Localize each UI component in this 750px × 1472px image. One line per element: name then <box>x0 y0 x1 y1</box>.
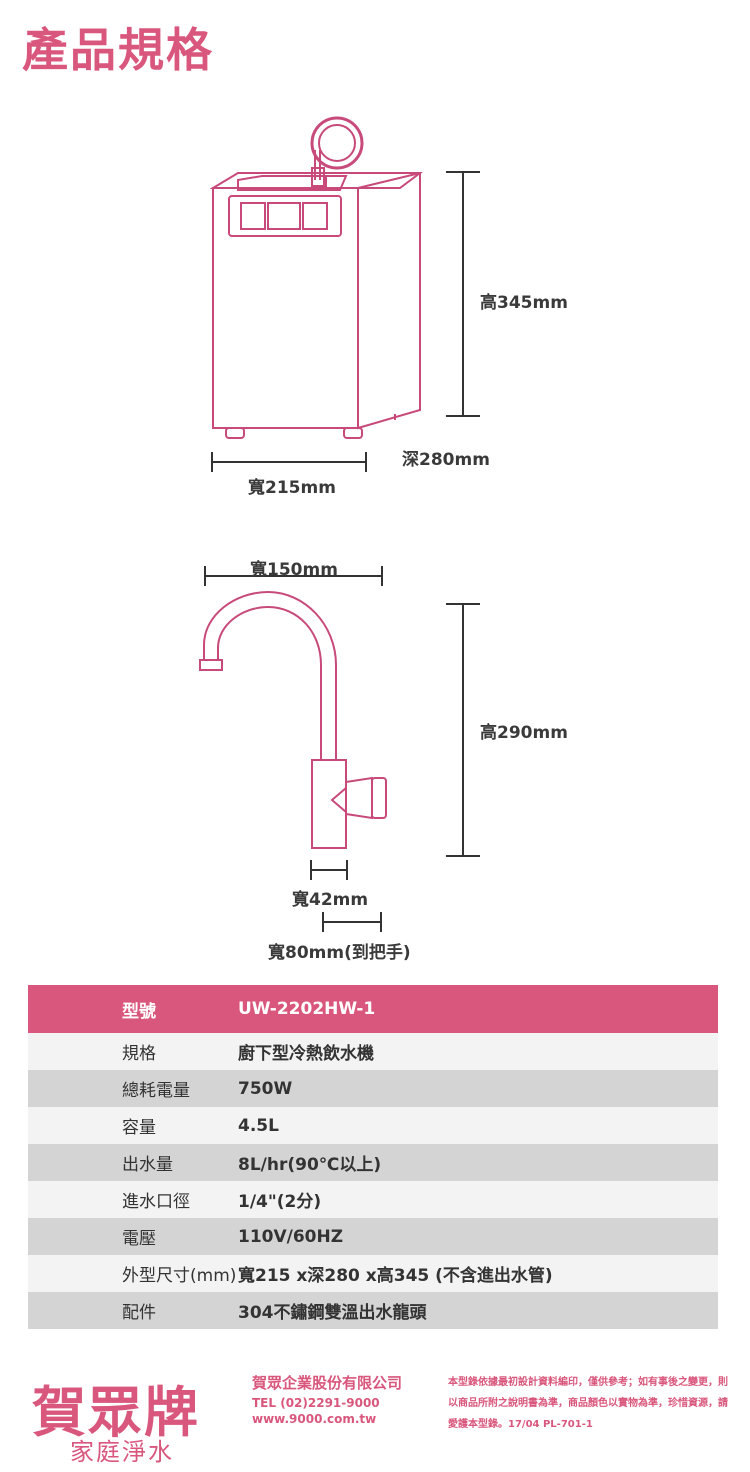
machine-depth-label: 深280mm <box>402 450 490 470</box>
faucet-dimension-lines <box>204 566 480 932</box>
spec-value: 304不鏽鋼雙溫出水龍頭 <box>238 1292 718 1329</box>
page-title: 產品規格 <box>22 23 214 77</box>
faucet-base-width-label: 寬42mm <box>292 890 369 910</box>
spec-label: 配件 <box>28 1292 238 1329</box>
disclaimer-note: 本型錄依據最初設計資料編印，僅供參考；如有事後之變更，則以商品所附之說明書為準，… <box>448 1377 728 1430</box>
spec-label: 進水口徑 <box>28 1181 238 1218</box>
spec-header-label: 型號 <box>28 985 238 1033</box>
product-diagram <box>199 116 480 932</box>
table-row: 電壓 110V/60HZ <box>28 1218 718 1255</box>
table-row: 外型尺寸(mm) 寬215 x深280 x高345 (不含進出水管) <box>28 1255 718 1292</box>
spec-value: 廚下型冷熱飲水機 <box>238 1033 718 1070</box>
dispenser-drawing <box>209 116 423 439</box>
spec-value: 8L/hr(90℃以上) <box>238 1144 718 1181</box>
faucet-width-label: 寬150mm <box>250 560 338 580</box>
spec-table-header: 型號 UW-2202HW-1 <box>28 985 718 1033</box>
spec-label: 外型尺寸(mm) <box>28 1255 238 1292</box>
spec-value: 750W <box>238 1070 718 1107</box>
table-row: 總耗電量 750W <box>28 1070 718 1107</box>
table-row: 進水口徑 1/4"(2分) <box>28 1181 718 1218</box>
brand-logo: 賀眾牌 <box>32 1381 200 1444</box>
spec-label: 電壓 <box>28 1218 238 1255</box>
faucet-height-label: 高290mm <box>480 723 568 743</box>
machine-dimension-lines <box>211 171 480 472</box>
company-name: 賀眾企業股份有限公司 <box>252 1374 403 1392</box>
spec-label: 規格 <box>28 1033 238 1070</box>
spec-label: 容量 <box>28 1107 238 1144</box>
spec-header-value: UW-2202HW-1 <box>238 985 718 1033</box>
machine-height-label: 高345mm <box>480 293 568 313</box>
table-row: 容量 4.5L <box>28 1107 718 1144</box>
table-row: 規格 廚下型冷熱飲水機 <box>28 1033 718 1070</box>
faucet-handle-width-label: 寬80mm(到把手) <box>268 943 411 963</box>
table-row: 出水量 8L/hr(90℃以上) <box>28 1144 718 1181</box>
spec-label: 總耗電量 <box>28 1070 238 1107</box>
spec-value: 110V/60HZ <box>238 1218 718 1255</box>
spec-table: 型號 UW-2202HW-1 規格 廚下型冷熱飲水機 總耗電量 750W 容量 … <box>28 985 718 1329</box>
company-tel: TEL (02)2291-9000 <box>252 1396 380 1410</box>
spec-value: 4.5L <box>238 1107 718 1144</box>
faucet-drawing <box>199 590 387 849</box>
spec-value: 1/4"(2分) <box>238 1181 718 1218</box>
table-row: 配件 304不鏽鋼雙溫出水龍頭 <box>28 1292 718 1329</box>
spec-label: 出水量 <box>28 1144 238 1181</box>
spec-value: 寬215 x深280 x高345 (不含進出水管) <box>238 1255 718 1292</box>
machine-width-label: 寬215mm <box>248 478 336 498</box>
company-website[interactable]: www.9000.com.tw <box>252 1412 377 1426</box>
brand-subtitle: 家庭淨水 <box>70 1438 174 1466</box>
